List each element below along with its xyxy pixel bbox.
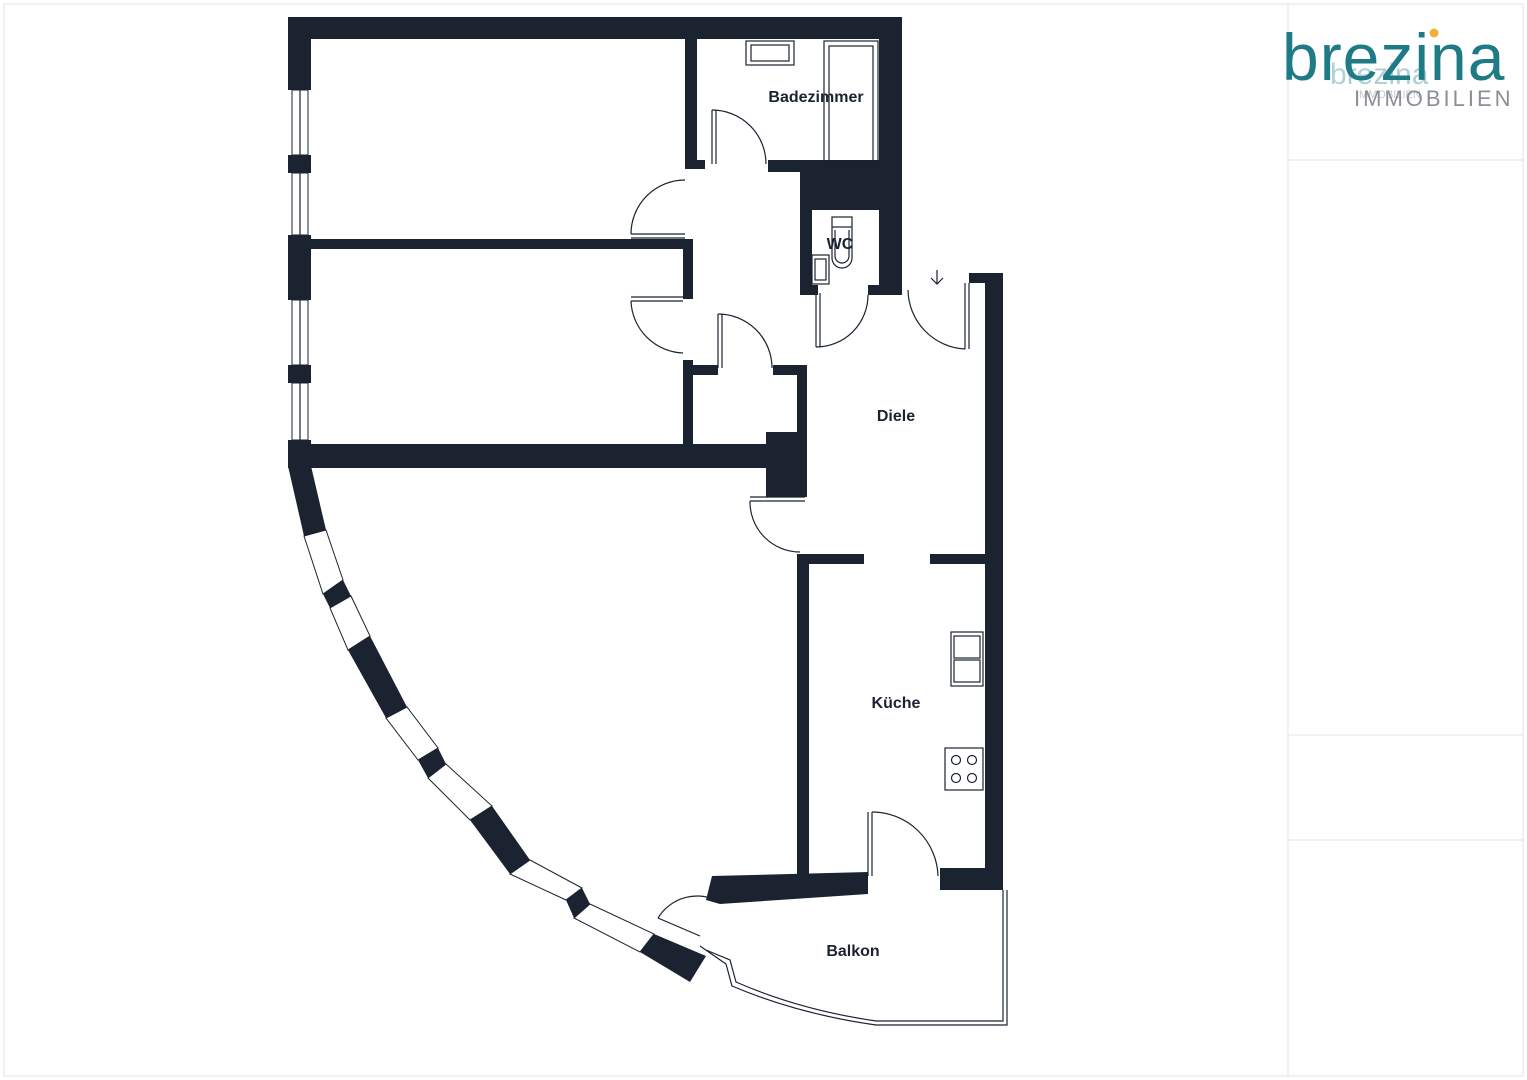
balcony-outline [699,890,1008,1026]
bathtub-icon [823,40,879,167]
logo-dot-icon [1429,28,1439,38]
door-bedroom-1 [630,179,686,239]
door-bedroom-2 [630,296,684,354]
logo-wordmark: brezina [1282,20,1505,94]
room-label-wc: WC [827,236,854,253]
logo-ghost-subtitle: IMMOBILIEN [1356,89,1421,101]
fixtures [745,40,984,791]
toilet-icon [831,216,853,269]
down-arrow-icon [930,270,944,285]
brezina-logo: brezina IMMOBILIEN brezina IMMOBILIEN [1282,20,1514,111]
door-entrance [907,283,970,350]
logo-ghost-text: brezina [1330,58,1429,91]
wc-sink-icon [811,254,830,285]
bathroom-sink-icon [745,40,795,66]
stove-icon [944,747,984,791]
kitchen-sink-icon [950,631,984,687]
windows [291,89,655,953]
door-living-balcony [657,895,721,937]
doors [630,109,970,937]
door-closet [717,313,773,369]
room-label-kitchen: Küche [872,695,921,712]
walls [288,17,1003,982]
door-living-room [749,496,805,553]
door-balcony [867,811,939,877]
page-frame [3,3,1524,1077]
room-label-hall: Diele [877,408,915,425]
logo-subtitle: IMMOBILIEN [1354,86,1514,111]
room-label-bathroom: Badezimmer [768,89,863,106]
door-wc [815,293,869,348]
room-label-balcony: Balkon [826,943,879,960]
door-bathroom [711,109,767,165]
